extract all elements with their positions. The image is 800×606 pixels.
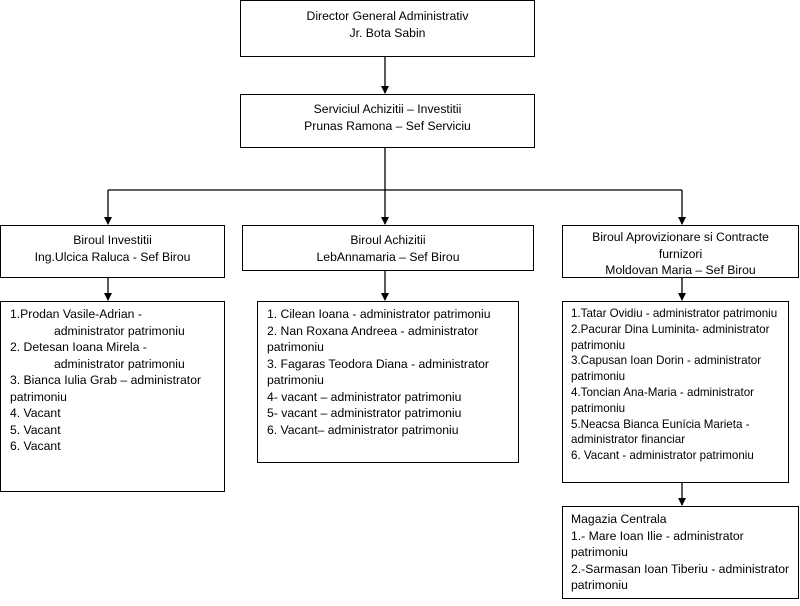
staff-item-cont: administrator patrimoniu bbox=[54, 356, 185, 371]
staff-item-main: 2.Pacurar Dina Luminita- administrator bbox=[571, 322, 770, 336]
achizitii-staff-box: 1. Cilean Ioana - administrator patrimon… bbox=[257, 301, 519, 463]
staff-item-cont: patrimoniu bbox=[571, 370, 626, 384]
birou-achizitii-title: Biroul Achizitii bbox=[350, 233, 426, 247]
staff-item-main: 4- vacant – administrator patrimoniu bbox=[267, 389, 462, 404]
birou-aprovizionare-head: Moldovan Maria – Sef Birou bbox=[605, 263, 756, 277]
birou-aprovizionare-box: Biroul Aprovizionare si Contracte furniz… bbox=[562, 225, 799, 278]
staff-item-cont: patrimoniu bbox=[267, 340, 324, 354]
staff-item-main: 6. Vacant bbox=[10, 439, 61, 453]
staff-item: 3.Capusan Ioan Dorin - administrator patr… bbox=[571, 353, 784, 385]
birou-aprovizionare-title-1: Biroul Aprovizionare si Contracte bbox=[592, 230, 769, 244]
staff-item-main: 5.Neacsa Bianca Eunícia Marieta - bbox=[571, 417, 750, 431]
staff-item: 6. Vacant bbox=[10, 438, 220, 455]
staff-item: 2.-Sarmasan Ioan Tiberiu - administrator… bbox=[571, 561, 794, 594]
staff-item: 6. Vacant - administrator patrimoniu bbox=[571, 448, 784, 464]
staff-item-main: 4.Toncian Ana-Maria - administrator bbox=[571, 385, 755, 399]
director-name: Jr. Bota Sabin bbox=[349, 25, 426, 40]
staff-item-cont: patrimoniu bbox=[10, 389, 67, 404]
staff-item-main: 2. Nan Roxana Andreea - administrator bbox=[267, 323, 479, 338]
staff-item-main: 3. Fagaras Teodora Diana - administrator bbox=[267, 356, 489, 371]
staff-item-main: 1.Prodan Vasile-Adrian - bbox=[10, 307, 142, 321]
staff-item-cont: patrimoniu bbox=[571, 545, 628, 559]
staff-item-main: 1.- Mare Ioan Ilie - administrator bbox=[571, 528, 744, 543]
birou-achizitii-head: LebAnnamaria – Sef Birou bbox=[316, 249, 460, 264]
staff-item-cont: patrimoniu bbox=[571, 338, 626, 352]
staff-item: 2. Detesan Ioana Mirela - administrator p… bbox=[10, 339, 220, 372]
staff-item-main: 5- vacant – administrator patrimoniu bbox=[267, 406, 462, 420]
staff-item-cont: patrimoniu bbox=[571, 578, 628, 592]
staff-item: 6. Vacant– administrator patrimoniu bbox=[267, 422, 514, 439]
staff-item-main: 3. Bianca Iulia Grab – administrator bbox=[10, 373, 202, 387]
staff-item-main: 1. Cilean Ioana - administrator patrimon… bbox=[267, 307, 491, 321]
staff-item-cont: patrimoniu bbox=[571, 401, 626, 415]
birou-investitii-title: Biroul Investitii bbox=[73, 233, 152, 247]
director-title: Director General Administrativ bbox=[306, 9, 469, 23]
serviciu-head: Prunas Ramona – Sef Serviciu bbox=[304, 118, 471, 133]
magazia-title: Magazia Centrala bbox=[571, 512, 667, 526]
staff-item: 1. Cilean Ioana - administrator patrimon… bbox=[267, 306, 514, 323]
staff-item-main: 4. Vacant bbox=[10, 406, 61, 420]
staff-item: 5.Neacsa Bianca Eunícia Marieta - adminis… bbox=[571, 417, 784, 449]
staff-item-main: 2. Detesan Ioana Mirela - bbox=[10, 340, 147, 354]
staff-item: 1.- Mare Ioan Ilie - administrator patrim… bbox=[571, 528, 794, 561]
director-box: Director General Administrativ Jr. Bota … bbox=[240, 0, 535, 57]
staff-item-cont: administrator financiar bbox=[571, 433, 686, 447]
investitii-staff-box: 1.Prodan Vasile-Adrian - administrator pa… bbox=[0, 301, 225, 492]
staff-item: 5. Vacant bbox=[10, 422, 220, 439]
staff-item-main: 5. Vacant bbox=[10, 422, 61, 437]
staff-item: 4.Toncian Ana-Maria - administrator patri… bbox=[571, 385, 784, 417]
staff-item: 3. Bianca Iulia Grab – administrator patr… bbox=[10, 372, 220, 405]
birou-investitii-box: Biroul Investitii Ing.Ulcica Raluca - Se… bbox=[0, 225, 225, 278]
birou-achizitii-box: Biroul Achizitii LebAnnamaria – Sef Biro… bbox=[242, 225, 534, 271]
staff-item-main: 1.Tatar Ovidiu - administrator patrimoni… bbox=[571, 307, 778, 320]
staff-item-main: 6. Vacant - administrator patrimoniu bbox=[571, 449, 754, 463]
staff-item-main: 3.Capusan Ioan Dorin - administrator bbox=[571, 354, 762, 368]
aprovizionare-staff-box: 1.Tatar Ovidiu - administrator patrimoni… bbox=[562, 301, 789, 483]
staff-item: 2. Nan Roxana Andreea - administrator pat… bbox=[267, 323, 514, 356]
staff-item: 4. Vacant bbox=[10, 405, 220, 422]
serviciu-box: Serviciul Achizitii – Investitii Prunas … bbox=[240, 94, 535, 148]
magazia-box: Magazia Centrala 1.- Mare Ioan Ilie - ad… bbox=[562, 506, 799, 599]
birou-aprovizionare-title-2: furnizori bbox=[658, 246, 703, 261]
staff-item: 3. Fagaras Teodora Diana - administrator… bbox=[267, 356, 514, 389]
staff-item-main: 6. Vacant– administrator patrimoniu bbox=[267, 422, 459, 437]
staff-item: 1.Tatar Ovidiu - administrator patrimoni… bbox=[571, 306, 784, 322]
staff-item-main: 2.-Sarmasan Ioan Tiberiu - administrator bbox=[571, 561, 790, 576]
serviciu-title: Serviciul Achizitii – Investitii bbox=[313, 102, 462, 116]
staff-item: 5- vacant – administrator patrimoniu bbox=[267, 405, 514, 422]
staff-item: 1.Prodan Vasile-Adrian - administrator pa… bbox=[10, 306, 220, 339]
staff-item-cont: patrimoniu bbox=[267, 373, 324, 387]
staff-item: 2.Pacurar Dina Luminita- administrator pa… bbox=[571, 322, 784, 354]
staff-item-cont: administrator patrimoniu bbox=[54, 323, 185, 338]
birou-investitii-head: Ing.Ulcica Raluca - Sef Birou bbox=[34, 249, 191, 264]
staff-item: 4- vacant – administrator patrimoniu bbox=[267, 389, 514, 406]
